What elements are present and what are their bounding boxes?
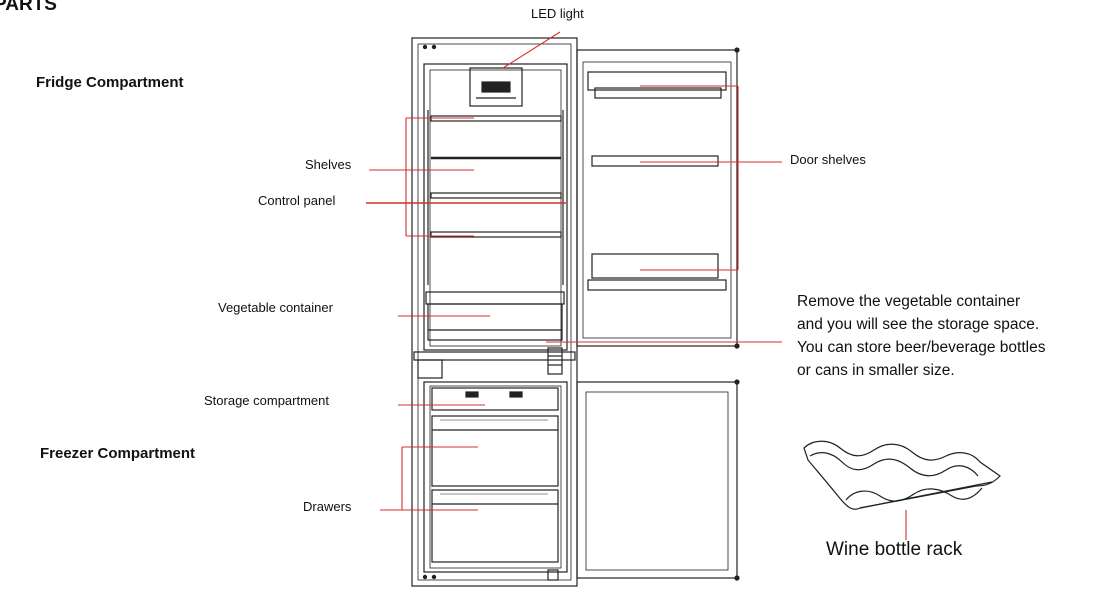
label-control-panel: Control panel (258, 193, 336, 208)
leader-door-shelves (640, 85, 782, 271)
fridge-compartment-heading: Fridge Compartment (36, 74, 184, 91)
label-led-light: LED light (531, 6, 584, 21)
label-drawers: Drawers (303, 499, 352, 514)
leader-drawers-bracket (401, 446, 478, 511)
leader-led-light (502, 31, 561, 69)
label-storage-compartment: Storage compartment (204, 393, 330, 408)
label-door-shelves: Door shelves (790, 152, 866, 167)
note-line: and you will see the storage space. (797, 316, 1040, 333)
fridge-body-outline (411, 37, 740, 587)
note-line: Remove the vegetable container (797, 293, 1021, 310)
label-shelves: Shelves (305, 157, 352, 172)
note-line: You can store beer/beverage bottles (797, 339, 1046, 356)
page-title: PARTS (0, 0, 57, 15)
storage-note: Remove the vegetable container and you w… (797, 290, 1045, 382)
leader-lines (366, 31, 907, 540)
label-vegetable-container: Vegetable container (218, 300, 333, 315)
label-wine-bottle-rack: Wine bottle rack (826, 539, 963, 560)
wine-rack-icon (803, 440, 1001, 510)
freezer-compartment-heading: Freezer Compartment (40, 445, 196, 462)
leader-shelves-bracket (405, 117, 474, 237)
note-line: or cans in smaller size. (797, 362, 955, 379)
